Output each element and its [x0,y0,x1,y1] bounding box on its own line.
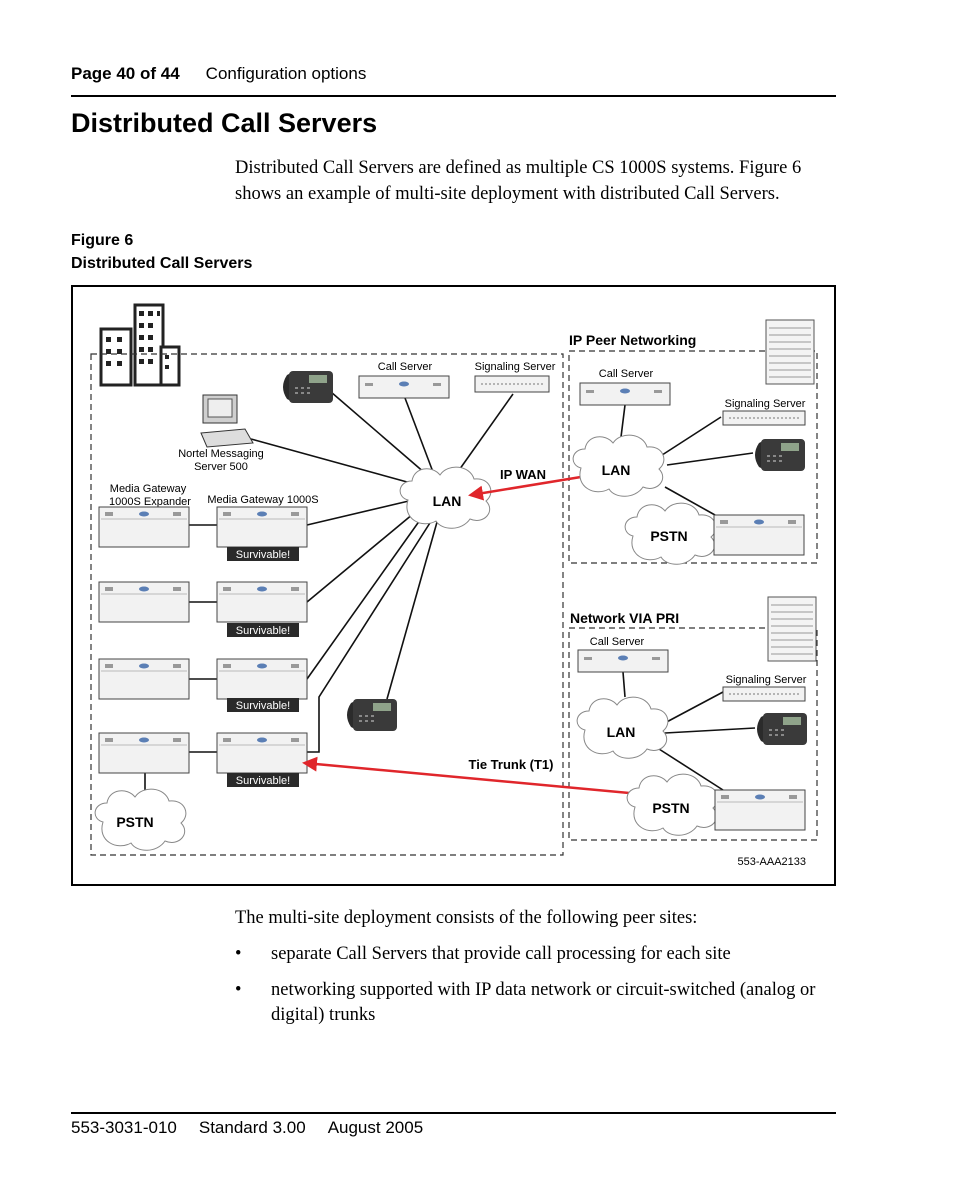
bullet-text: separate Call Servers that provide call … [271,944,731,964]
ip-wan-label: IP WAN [500,467,546,482]
office-buildings-icon [99,303,181,387]
expander-icon [98,581,190,623]
bullet-text: networking supported with IP data networ… [271,980,816,1025]
network-diagram: Call Server Signaling Server Nortel Mess… [90,303,818,868]
ip-peer-signaling-label: Signaling Server [725,398,806,410]
gateway-row-4: Survivable! [98,732,308,787]
main-lan-label: LAN [433,493,462,509]
page-number: Page 40 of 44 [71,64,180,83]
main-signaling-server-label: Signaling Server [475,361,556,373]
ip-peer-phone-icon [755,439,805,471]
expander-label-line1: Media Gateway [110,483,187,495]
doc-number: 553-3031-010 [71,1118,177,1137]
ip-peer-gateway-icon [713,514,805,556]
pri-call-server-icon [577,649,669,673]
figure-number: Figure 6 [71,232,134,249]
tie-trunk-label: Tie Trunk (T1) [469,757,554,772]
ip-peer-tower-icon [765,319,815,385]
ip-peer-pstn-label: PSTN [650,528,687,544]
header-rule [71,95,836,97]
media-gateway-icon [216,506,308,548]
ip-peer-title: IP Peer Networking [569,332,696,348]
figure-title: Distributed Call Servers [71,255,253,272]
ip-wan-arrow [468,469,596,501]
pri-signaling-server-icon [722,686,806,702]
page-header: Page 40 of 44 Configuration options [71,64,366,84]
doc-date: August 2005 [327,1118,424,1137]
pri-phone-icon [757,713,807,745]
gateway-row-1: Survivable! [98,506,308,561]
main-signaling-server-icon [474,375,550,393]
gateway-label: Media Gateway 1000S [207,494,318,506]
footer-rule [71,1112,836,1114]
pri-boundary [568,627,818,841]
body-text: The multi-site deployment consists of th… [235,906,835,1039]
main-call-server-label: Call Server [378,361,433,373]
main-pstn-label: PSTN [116,814,153,830]
page-footer: 553-3031-010 Standard 3.00 August 2005 [71,1118,445,1138]
page-title: Distributed Call Servers [71,108,378,138]
bullet-marker: • [235,980,242,1000]
main-ip-phone-icon [283,371,333,403]
survivable-label: Survivable! [236,775,290,787]
gateway-row-2: Survivable! [98,581,308,637]
ip-peer-links [620,404,754,516]
section-name: Configuration options [205,64,367,83]
figure-caption: Figure 6 Distributed Call Servers [71,229,252,275]
figure-frame: Call Server Signaling Server Nortel Mess… [71,285,836,886]
survivable-label: Survivable! [236,700,290,712]
survivable-badge [227,623,299,637]
messaging-label-line1: Nortel Messaging [178,448,264,460]
main-site-boundary [90,353,564,856]
bullet-item: • networking supported with IP data netw… [235,978,835,1028]
pri-title: Network VIA PRI [570,610,679,626]
main-ip-phone-2-icon [347,699,397,731]
pri-call-server-label: Call Server [590,636,645,648]
pri-pstn-label: PSTN [652,800,689,816]
body-lead: The multi-site deployment consists of th… [235,908,698,928]
media-gateway-icon [216,658,308,700]
intro-paragraph: Distributed Call Servers are defined as … [235,158,802,204]
pri-tower-icon [767,596,817,662]
survivable-badge [227,698,299,712]
bullet-marker: • [235,944,242,964]
ip-peer-call-server-label: Call Server [599,368,654,380]
gateway-row-3: Survivable! [98,658,308,712]
computer-terminal-icon [200,394,254,448]
expander-icon [98,658,190,700]
ip-peer-call-server-icon [579,382,671,406]
figure-id: 553-AAA2133 [738,856,807,868]
survivable-badge [227,547,299,561]
ip-peer-signaling-server-icon [722,410,806,426]
survivable-label: Survivable! [236,625,290,637]
doc-standard: Standard 3.00 [198,1118,306,1137]
messaging-label-line2: Server 500 [194,461,248,473]
ip-peer-lan-label: LAN [602,462,631,478]
survivable-badge [227,773,299,787]
bullet-item: • separate Call Servers that provide cal… [235,942,835,967]
media-gateway-icon [216,581,308,623]
ip-peer-boundary [568,350,818,564]
pri-gateway-icon [714,789,806,831]
main-site-links [144,391,514,797]
main-call-server-icon [358,375,450,399]
expander-label-line2: 1000S Expander [109,496,191,508]
expander-icon [98,506,190,548]
survivable-label: Survivable! [236,549,290,561]
media-gateway-icon [216,732,308,774]
expander-icon [98,732,190,774]
pri-lan-label: LAN [607,724,636,740]
pri-signaling-label: Signaling Server [726,674,807,686]
